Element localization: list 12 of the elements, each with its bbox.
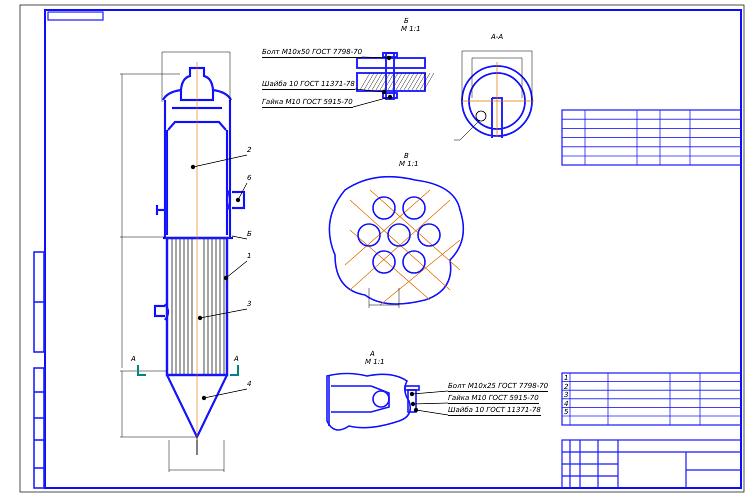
leader-line [410,390,448,396]
leader-line [362,56,392,60]
leader-line [198,308,248,320]
leader-line [354,88,386,94]
leader-line [414,408,448,416]
leader-line [236,182,248,202]
leader-line [232,236,248,240]
leader-line [352,94,392,108]
leader-line [224,260,248,280]
leader-line [410,402,448,406]
leader-line [202,388,248,400]
leader-line [190,154,248,170]
